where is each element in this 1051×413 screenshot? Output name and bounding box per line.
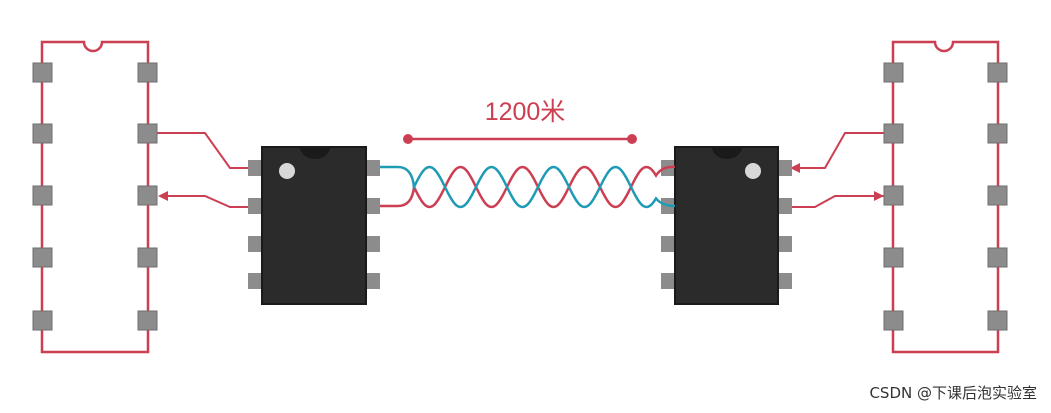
right-ic-pin	[883, 62, 904, 83]
left-signal-wires	[157, 132, 250, 208]
right-ic-pin	[987, 310, 1008, 331]
left-ic-pin	[137, 185, 158, 206]
right-ic-pin	[987, 185, 1008, 206]
left-ic-pin	[137, 310, 158, 331]
left-transceiver-chip	[248, 146, 380, 305]
right-ic-pin	[987, 123, 1008, 144]
distance-dimension	[403, 134, 637, 144]
right-ic-pin	[883, 247, 904, 268]
right-ic-pin	[883, 310, 904, 331]
dimension-end-dot-icon	[627, 134, 637, 144]
distance-label: 1200米	[484, 98, 566, 126]
wire-blue	[380, 165, 676, 209]
left-ic-pin	[32, 62, 53, 83]
twisted-pair-cable	[380, 165, 676, 209]
right-ic-pin	[883, 185, 904, 206]
right-ic-pin	[987, 62, 1008, 83]
left-ic-pin	[32, 247, 53, 268]
left-ic-pin	[137, 62, 158, 83]
left-ic-pin	[137, 247, 158, 268]
arrow-right-icon	[874, 191, 884, 201]
left-ic-pin	[137, 123, 158, 144]
left-outline-ic	[32, 40, 158, 354]
wire-red	[380, 165, 676, 209]
right-signal-wires	[792, 132, 884, 208]
right-ic-pin	[883, 123, 904, 144]
left-ic-pin	[32, 310, 53, 331]
arrow-left-icon	[790, 163, 800, 173]
left-ic-pin	[32, 185, 53, 206]
pin1-marker-icon	[745, 163, 761, 179]
dimension-end-dot-icon	[403, 134, 413, 144]
left-ic-pin	[32, 123, 53, 144]
arrow-left-icon	[158, 191, 168, 201]
right-ic-pin	[987, 247, 1008, 268]
right-transceiver-chip	[661, 146, 792, 305]
watermark: CSDN @下课后泡实验室	[869, 384, 1037, 402]
pin1-marker-icon	[279, 163, 295, 179]
right-outline-ic	[883, 40, 1008, 354]
